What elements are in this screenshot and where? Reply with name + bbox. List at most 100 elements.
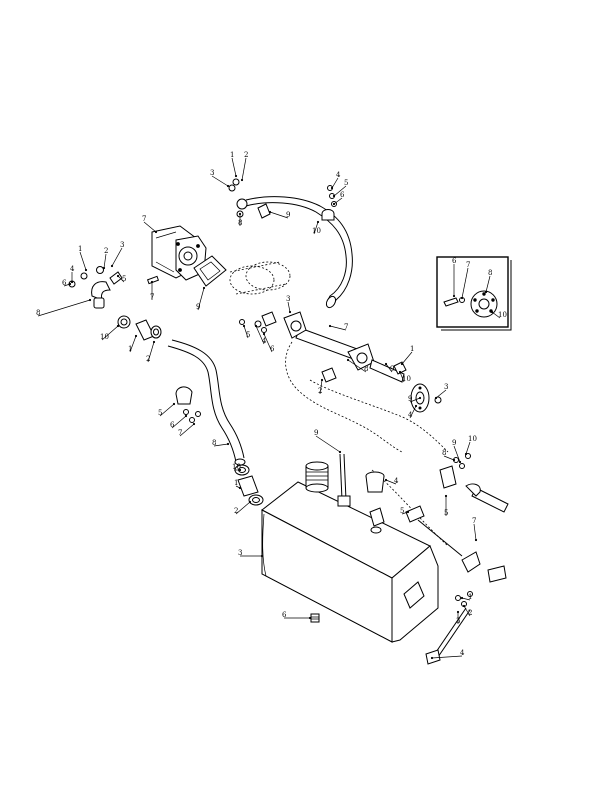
callout-number: 6 bbox=[452, 257, 457, 265]
callout-arrowhead bbox=[320, 378, 324, 382]
callout-arrowhead bbox=[418, 396, 422, 400]
callout-arrowhead bbox=[102, 266, 106, 270]
callout-leader bbox=[319, 379, 323, 395]
callout-leader bbox=[143, 221, 157, 233]
callout-leader bbox=[101, 325, 119, 341]
callout-arrowhead bbox=[150, 280, 154, 284]
callout-arrowhead bbox=[154, 230, 158, 234]
callout-number: 9 bbox=[408, 395, 412, 403]
callout-leader bbox=[431, 655, 463, 659]
callout-number: 5 bbox=[444, 509, 448, 517]
callout-leader bbox=[147, 341, 155, 363]
callout-leader bbox=[111, 247, 123, 267]
callout-number: 6 bbox=[62, 279, 67, 287]
callout-leader bbox=[491, 311, 501, 319]
callout-number: 2 bbox=[244, 151, 248, 159]
callout-arrowhead bbox=[226, 442, 230, 446]
callout-arrowhead bbox=[152, 340, 156, 344]
callout-number: 10 bbox=[498, 311, 507, 319]
callout-leader bbox=[385, 479, 397, 485]
detail-inset bbox=[436, 256, 512, 331]
clamp-lower-left bbox=[175, 386, 201, 423]
callout-leader bbox=[473, 523, 477, 541]
callout-number: 9 bbox=[314, 429, 318, 437]
callout-arrowhead bbox=[202, 286, 206, 290]
callout-number: 4 bbox=[336, 171, 341, 179]
callout-number: 10 bbox=[468, 435, 477, 443]
pump-gasket bbox=[193, 255, 227, 287]
callout-arrowhead bbox=[332, 194, 336, 198]
callout-arrowhead bbox=[430, 656, 434, 660]
callout-number: 1 bbox=[230, 151, 234, 159]
callout-number: 1 bbox=[78, 245, 82, 253]
callout-arrowhead bbox=[68, 282, 72, 286]
callout-number: 3 bbox=[238, 549, 242, 557]
drive-shaft bbox=[239, 311, 405, 383]
callout-leader bbox=[485, 275, 491, 293]
callout-leader bbox=[287, 301, 291, 313]
callout-arrowhead bbox=[384, 478, 388, 482]
callout-leader bbox=[117, 275, 125, 283]
callout-arrowhead bbox=[308, 616, 312, 620]
callout-arrowhead bbox=[110, 264, 114, 268]
callout-arrowhead bbox=[116, 324, 120, 328]
callout-leader bbox=[399, 371, 405, 383]
callout-leader bbox=[213, 443, 229, 447]
callout-arrowhead bbox=[434, 396, 438, 400]
callout-arrowhead bbox=[332, 202, 336, 206]
small-fittings-left bbox=[68, 266, 160, 288]
callout-leader bbox=[313, 221, 319, 235]
callout-arrowhead bbox=[452, 458, 456, 462]
callout-arrowhead bbox=[444, 494, 448, 498]
callout-leader bbox=[129, 335, 137, 353]
callout-arrowhead bbox=[226, 184, 230, 188]
callout-number: 3 bbox=[444, 383, 448, 391]
callout-leader bbox=[461, 597, 471, 601]
callout-number: 1 bbox=[468, 593, 472, 601]
return-line bbox=[439, 453, 509, 513]
callout-arrowhead bbox=[490, 310, 494, 314]
callout-number: 10 bbox=[232, 463, 241, 471]
callout-arrowhead bbox=[238, 212, 242, 216]
callout-leader bbox=[463, 605, 471, 617]
callout-arrowhead bbox=[398, 370, 402, 374]
callout-arrowhead bbox=[400, 362, 404, 366]
callout-number: 3 bbox=[456, 617, 460, 625]
callout-leader bbox=[179, 423, 195, 437]
callout-leader bbox=[465, 441, 471, 455]
callout-leader bbox=[243, 325, 249, 339]
callout-leader bbox=[333, 185, 347, 197]
callout-arrowhead bbox=[192, 422, 196, 426]
callout-arrowhead bbox=[384, 362, 388, 366]
callout-arrowhead bbox=[84, 268, 88, 272]
callout-number: 10 bbox=[100, 333, 109, 341]
lower-right-line bbox=[405, 505, 507, 665]
callout-number: 4 bbox=[70, 265, 75, 273]
callout-number: 9 bbox=[286, 211, 290, 219]
callout-number: 2 bbox=[104, 247, 108, 255]
callout-arrowhead bbox=[328, 324, 332, 328]
callout-number: 5 bbox=[400, 507, 404, 515]
callout-number: 7 bbox=[344, 323, 348, 331]
callout-arrowhead bbox=[464, 452, 468, 456]
callout-leader bbox=[171, 415, 187, 429]
pressure-tube bbox=[236, 196, 353, 309]
callout-number: 8 bbox=[212, 439, 216, 447]
callout-number: 2 bbox=[234, 507, 238, 515]
callout-leader bbox=[453, 445, 461, 463]
callout-arrowhead bbox=[484, 290, 488, 294]
callout-leader bbox=[409, 405, 417, 419]
elbow-fitting bbox=[91, 281, 111, 309]
callout-number: 4 bbox=[460, 649, 465, 657]
callout-arrowhead bbox=[238, 486, 242, 490]
callout-number: 7 bbox=[466, 261, 470, 269]
callout-number: 10 bbox=[402, 375, 411, 383]
callout-leader bbox=[241, 157, 247, 181]
callout-number: 7 bbox=[150, 293, 154, 301]
callout-arrowhead bbox=[70, 280, 74, 284]
callout-number: 9 bbox=[452, 439, 456, 447]
callout-number: 8 bbox=[36, 309, 40, 317]
callout-arrowhead bbox=[234, 174, 238, 178]
callout-number: 6 bbox=[170, 421, 175, 429]
